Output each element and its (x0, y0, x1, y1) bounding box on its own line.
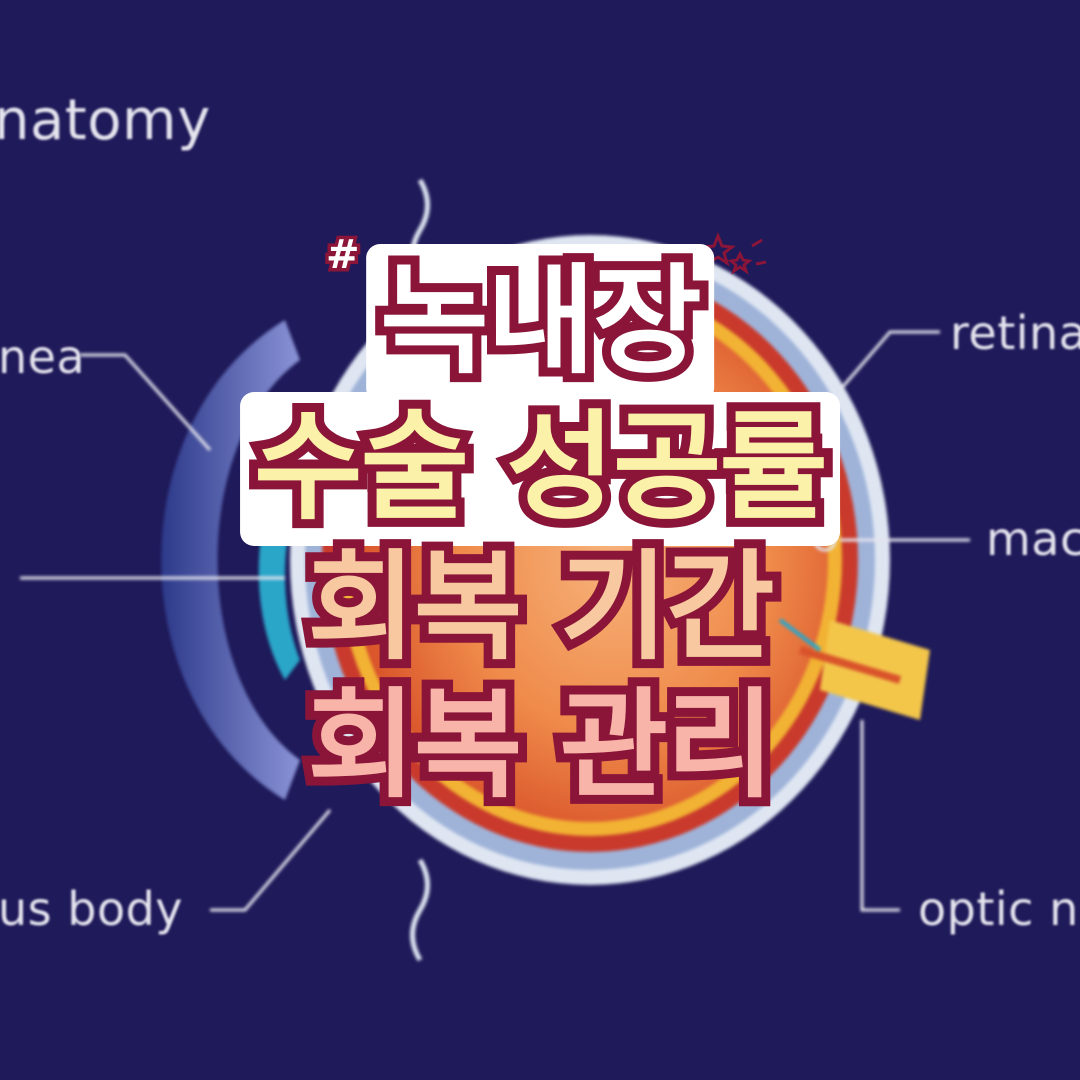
label-optic-nerve: optic n (918, 882, 1079, 936)
headline-line-4-text: 회복 관리 (298, 676, 783, 814)
headline-line-2: 수술 성공률 (240, 392, 840, 546)
headline-line-4: 회복 관리 (298, 676, 783, 814)
cornea (161, 320, 300, 800)
label-macula: mac (986, 512, 1080, 566)
headline-line-3-text: 회복 기간 (298, 538, 783, 676)
wavy-mark-bottom (410, 858, 430, 962)
headline-line-2-text: 수술 성공률 (245, 398, 837, 536)
label-ciliary-body: us body (0, 882, 184, 936)
label-retina: retina (950, 306, 1080, 360)
leader-retina (838, 330, 940, 391)
leader-cornea (80, 353, 212, 452)
leader-optic (860, 720, 900, 912)
hashtag-icon: # (323, 229, 363, 282)
headline-line-1: 녹내장 (366, 244, 714, 402)
sparkle-icon (700, 232, 767, 275)
leader-ciliary (210, 809, 332, 912)
diagram-title: natomy (0, 88, 211, 153)
headline-line-3: 회복 기간 (298, 538, 783, 676)
label-cornea: nea (0, 330, 86, 384)
headline-line-1-text: 녹내장 (371, 252, 711, 390)
